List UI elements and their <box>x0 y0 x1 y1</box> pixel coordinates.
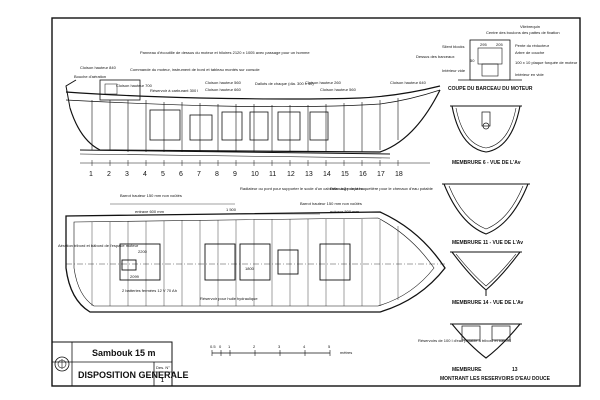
sheer-line <box>65 85 441 100</box>
montrant-title: MONTRANT LES RESERVOIRS D'EAU DOUCE <box>440 376 551 382</box>
frame-number: 14 <box>323 171 331 178</box>
engine-bed-section: Vilebrequin Centre des boulons des patte… <box>416 24 578 92</box>
label-interieur-vide2: Intérieur en vide <box>515 72 544 77</box>
label-radiateur: Radiateur ou pont pour supporter le socl… <box>240 186 363 191</box>
frame-number: 15 <box>341 171 349 178</box>
label-deboage: Débouage de la baquetière pour le chenau… <box>330 186 434 191</box>
label-cloison-560: Cloison hauteur 560 <box>205 80 242 85</box>
scale-tick-label: 0.5 <box>210 344 216 349</box>
label-entraxe-600: entraxe 600 mm <box>135 209 165 214</box>
label-reservoir-carb: Réservoir à carburant 300 l <box>150 88 198 93</box>
mem13-number: 13 <box>512 367 518 373</box>
hull-profile <box>69 89 441 153</box>
mem11-title: MEMBRURE 11 - VUE DE L'Av <box>452 240 523 246</box>
frame-number: 5 <box>161 171 165 178</box>
label-cloison-260: Cloison hauteur 260 <box>305 80 342 85</box>
label-silent: Silent blocks <box>442 44 464 49</box>
label-reservoirs-note: Réservoirs de 100 l d'eau potable à trib… <box>418 338 511 343</box>
label-dim-1800: 1800 <box>245 266 255 271</box>
scale-tick-label: 2 <box>253 344 256 349</box>
frame-number: 17 <box>377 171 385 178</box>
frame-number: 11 <box>269 171 276 178</box>
label-reservoir-huile: Réservoir pour huile hydraulique <box>200 296 258 301</box>
label-dallots: Dallots de chaque (dia. 300 x 40) <box>255 81 314 86</box>
label-entraxe-500: entraxe 500 mm <box>330 209 360 214</box>
frame-number: 16 <box>359 171 367 178</box>
frame-number: 1 <box>89 171 93 178</box>
scale-tick-label: 4 <box>303 344 306 349</box>
label-interieur-vide: Intérieur vide <box>442 68 466 73</box>
plan-view: Barrot hauteur 150 mm non voûtés entraxe… <box>58 186 446 313</box>
mem6-title: MEMBRURE 6 - VUE DE L'Av <box>452 160 521 166</box>
label-dim-50: 50 <box>470 58 475 63</box>
label-pente: Pente du réducteur <box>515 43 550 48</box>
label-panneau: Panneau d'écoutille de dessus du moteur … <box>140 50 310 55</box>
label-plaque: 100 x 10 plaque forquée de moteur <box>515 60 578 65</box>
frame-11-section: MEMBRURE 11 - VUE DE L'Av <box>442 183 530 246</box>
label-dim-2200: 2200 <box>138 249 148 254</box>
scale-unit: mètres <box>340 350 352 355</box>
frame-number: 3 <box>125 171 129 178</box>
sheet-border <box>51 17 581 387</box>
scale-tick-label: 3 <box>278 344 281 349</box>
mem14-title: MEMBRURE 14 - VUE DE L'Av <box>452 300 524 306</box>
title-block: Sambouk 15 m DISPOSITION GENERALE Des. N… <box>51 341 189 387</box>
label-cloison-560b: Cloison hauteur 560 <box>320 87 357 92</box>
frame-number: 2 <box>107 171 111 178</box>
fao-logo <box>54 356 70 372</box>
profile-view: Cloison hauteur 840 Bouche d'aération Co… <box>65 50 441 166</box>
label-dim-2099: 2099 <box>130 274 140 279</box>
label-dessus: Dessus des barceaux <box>416 54 454 59</box>
label-dim-205: 205 <box>496 42 503 47</box>
label-aeration: Aération tribord et bâbord de l'espace m… <box>58 243 139 248</box>
label-dim-1500: 1 500 <box>226 207 237 212</box>
frame-number: 9 <box>233 171 237 178</box>
label-bouche: Bouche d'aération <box>74 74 106 79</box>
label-barrot-a: Barrot hauteur 150 mm non voûtés <box>120 193 182 198</box>
scale-tick-label: 5 <box>328 344 331 349</box>
label-cloison-840: Cloison hauteur 840 <box>80 65 117 70</box>
frame-number: 10 <box>251 171 259 178</box>
label-cloison-640: Cloison hauteur 640 <box>390 80 427 85</box>
label-barrot-b: Barrot hauteur 150 mm non voûtés <box>300 201 362 206</box>
label-batteries: 2 batteries fermées 12 V 70 Ah <box>122 288 177 293</box>
frame-number: 4 <box>143 171 147 178</box>
frame-number: 12 <box>287 171 295 178</box>
frame-number: 18 <box>395 171 403 178</box>
label-dim-295: 295 <box>480 42 487 47</box>
title-des-label: Des. N° <box>156 365 170 370</box>
frame-number: 8 <box>215 171 219 178</box>
frame-6-section: MEMBRURE 6 - VUE DE L'Av <box>450 105 522 166</box>
frame-14-section: MEMBRURE 14 - VUE DE L'Av <box>450 251 524 306</box>
scale-tick-label: 1 <box>228 344 231 349</box>
frame-number: 7 <box>197 171 201 178</box>
title-des-number: 1 <box>161 378 164 384</box>
frame-number: 13 <box>305 171 313 178</box>
frame-13-section: Réservoirs de 100 l d'eau potable à trib… <box>418 323 551 382</box>
label-arbre: Arbre de couche <box>515 50 545 55</box>
hull-plan-outline <box>65 211 446 313</box>
scale-tick-label: 0 <box>219 344 222 349</box>
title-name: Sambouk 15 m <box>92 348 156 358</box>
label-commande: Commande du moteur, instrument de bord e… <box>130 67 260 72</box>
label-centre-boulons: Centre des boulons des pattes de fixatio… <box>486 30 560 35</box>
mem13-title: MEMBRURE <box>452 367 482 373</box>
label-vilebrequin: Vilebrequin <box>520 24 540 29</box>
label-cloison-660: Cloison hauteur 660 <box>205 87 242 92</box>
title-subtitle: DISPOSITION GENERALE <box>78 370 189 380</box>
frame-number: 6 <box>179 171 183 178</box>
label-cloison-700: Cloison hauteur 700 <box>116 83 153 88</box>
coupe-title: COUPE DU BARCEAU DU MOTEUR <box>448 86 533 92</box>
